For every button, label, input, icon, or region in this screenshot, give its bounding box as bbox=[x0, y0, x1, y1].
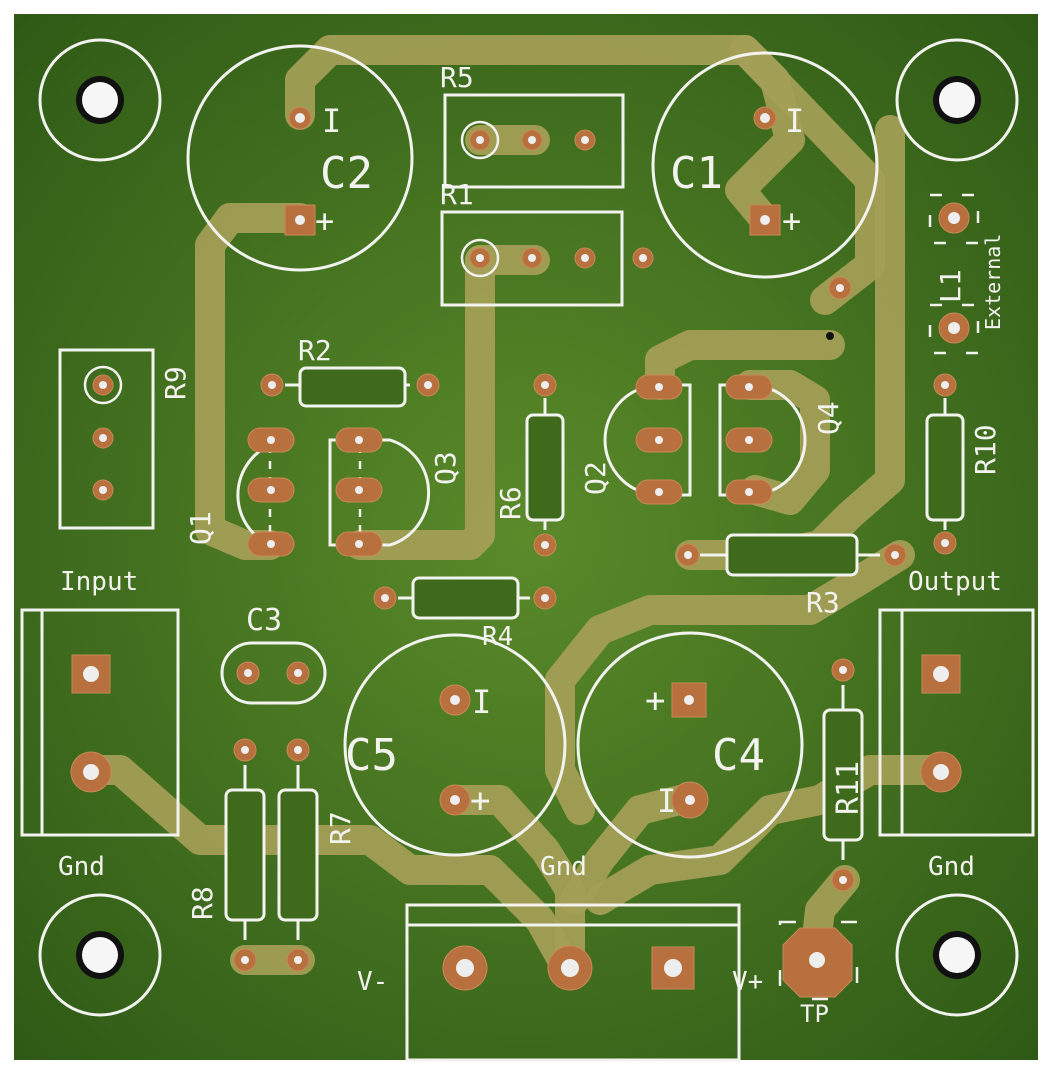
v-minus-label: V- bbox=[357, 967, 388, 997]
transistor-q3: Q3 bbox=[328, 427, 462, 557]
resistor-r3: R3 bbox=[676, 533, 907, 619]
trace-gnd-right bbox=[585, 755, 955, 915]
capacitor-c2: I + C2 bbox=[186, 44, 414, 272]
tp-label: TP bbox=[800, 1000, 829, 1028]
r3-label: R3 bbox=[806, 586, 840, 619]
inductor-l1: L1 External bbox=[928, 193, 1005, 355]
r5-label: R5 bbox=[440, 61, 474, 94]
c1-label: C1 bbox=[670, 148, 723, 199]
r2-label: R2 bbox=[298, 334, 332, 367]
r10-label: R10 bbox=[969, 424, 1002, 475]
transistor-q2: Q2 bbox=[579, 374, 692, 505]
r6-label: R6 bbox=[494, 486, 527, 520]
v-plus-label: V+ bbox=[732, 967, 763, 997]
resistor-r4: R4 bbox=[373, 576, 557, 652]
terminal-input bbox=[20, 608, 180, 837]
c1-minus-mark: I bbox=[785, 102, 804, 140]
c4-label: C4 bbox=[712, 730, 765, 781]
c1-plus-mark: + bbox=[782, 202, 801, 240]
terminal-output bbox=[878, 608, 1035, 837]
q3-label: Q3 bbox=[429, 451, 462, 485]
c2-minus-mark: I bbox=[322, 102, 341, 140]
capacitor-c5: I + C5 bbox=[343, 633, 567, 857]
trace-mid-curve bbox=[545, 540, 915, 825]
gnd-right-label: Gnd bbox=[928, 852, 975, 882]
c5-label: C5 bbox=[345, 730, 398, 781]
resistor-r11: R11 bbox=[822, 658, 866, 892]
c4-plus-mark: + bbox=[645, 681, 665, 721]
c2-plus-mark: + bbox=[315, 202, 334, 240]
trimmer-r1: R1 bbox=[440, 178, 624, 307]
capacitor-c4: + I C4 bbox=[576, 631, 804, 859]
c2-label: C2 bbox=[320, 148, 373, 199]
q4-label: Q4 bbox=[812, 401, 845, 435]
resistor-r2: R2 bbox=[260, 334, 440, 408]
transistor-q1: Q1 bbox=[184, 427, 295, 557]
mounting-hole-bottom-left bbox=[38, 893, 162, 1017]
trimmer-r5: R5 bbox=[440, 61, 625, 189]
c3-label: C3 bbox=[246, 603, 282, 638]
trace-q4-curve bbox=[735, 370, 830, 515]
trace-q3-r1 bbox=[345, 245, 495, 560]
r9-label: R9 bbox=[159, 366, 192, 400]
gnd-left-label: Gnd bbox=[58, 852, 105, 882]
mounting-holes bbox=[38, 38, 1019, 1017]
q1-label: Q1 bbox=[184, 511, 217, 545]
r8-label: R8 bbox=[186, 886, 219, 920]
r7-label: R7 bbox=[324, 811, 357, 845]
trimmer-r9: R9 bbox=[58, 348, 192, 530]
trace-q2-top bbox=[645, 330, 845, 400]
trace-c4-gnd bbox=[560, 785, 695, 915]
l1-label: L1 bbox=[934, 269, 967, 303]
test-point-tp: TP bbox=[778, 920, 859, 1028]
l1-external-label: External bbox=[981, 234, 1005, 330]
resistor-r6: R6 bbox=[494, 373, 565, 557]
c4-minus-mark: I bbox=[657, 782, 676, 820]
via bbox=[826, 332, 834, 340]
resistor-r8: R8 bbox=[186, 738, 266, 972]
copper-traces bbox=[75, 35, 955, 980]
r11-label: R11 bbox=[831, 761, 866, 815]
trace-c5-gnd bbox=[440, 785, 585, 980]
gnd-center-label: Gnd bbox=[540, 852, 587, 882]
mounting-hole-top-right bbox=[895, 38, 1019, 162]
terminal-power: V- V+ bbox=[357, 903, 763, 1062]
c5-plus-mark: + bbox=[470, 781, 490, 821]
mounting-hole-top-left bbox=[38, 38, 162, 162]
q2-label: Q2 bbox=[579, 461, 612, 495]
resistor-r10: R10 bbox=[925, 373, 1002, 555]
capacitor-c1: I + C1 bbox=[651, 51, 879, 279]
output-label: Output bbox=[908, 567, 1002, 597]
trace-c1 bbox=[725, 35, 805, 235]
trace-gnd-left bbox=[75, 755, 580, 980]
c5-minus-mark: I bbox=[472, 683, 491, 721]
resistor-r7: R7 bbox=[277, 738, 357, 972]
r1-label: R1 bbox=[440, 178, 474, 211]
transistor-q4: Q4 bbox=[718, 374, 845, 505]
mounting-hole-bottom-right bbox=[895, 893, 1019, 1017]
input-label: Input bbox=[60, 567, 138, 597]
capacitor-c3: C3 bbox=[220, 603, 327, 705]
